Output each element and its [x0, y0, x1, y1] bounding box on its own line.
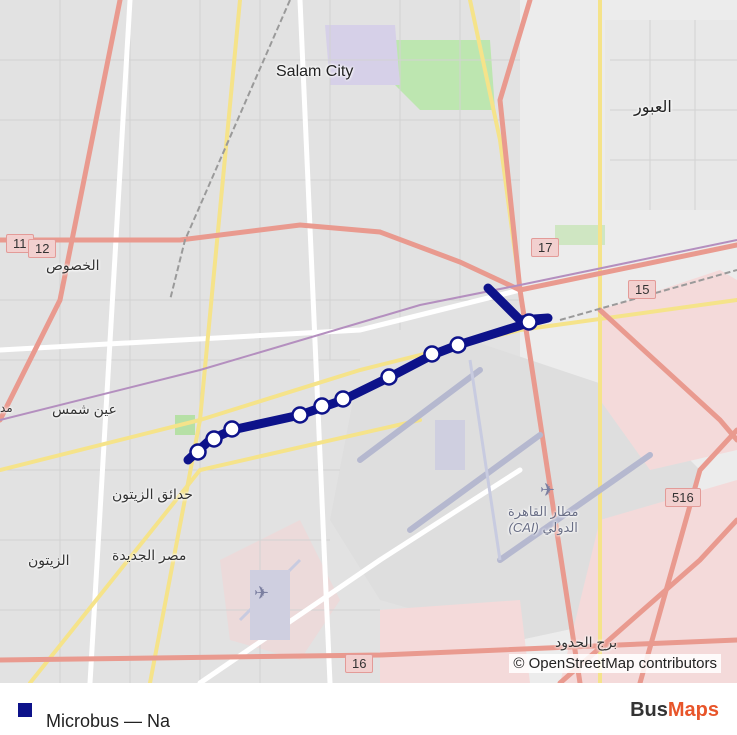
busmaps-logo[interactable]: BusMaps: [630, 699, 719, 721]
place-label-khusus: الخصوص: [46, 257, 100, 273]
place-label-hadaiq-zaitoun: حدائق الزيتون: [112, 486, 193, 502]
road-shield: 15: [628, 280, 657, 299]
map-base: [0, 0, 737, 683]
place-label-edge: مد: [0, 401, 13, 415]
road-shield: 17: [531, 238, 560, 257]
road-shield: 16: [345, 654, 374, 673]
place-label-borg-hodood: برج الحدود: [555, 634, 618, 650]
map-view[interactable]: Salam City العبور الخصوص عين شمس حدائق ا…: [0, 0, 737, 683]
legend-route-label: Microbus — Na: [46, 711, 171, 731]
map-attribution[interactable]: © OpenStreetMap contributors: [509, 654, 721, 673]
airplane-icon: ✈: [254, 583, 270, 603]
airport-label: مطار القاهرة (CAI) الدولي: [508, 504, 579, 536]
road-shield: 12: [28, 239, 57, 258]
map-footer: Microbus — Na BusMaps: [0, 683, 737, 735]
road-shield: 516: [665, 488, 701, 507]
place-label-salam-city: Salam City: [276, 63, 354, 80]
place-label-zaitoun: الزيتون: [28, 552, 70, 568]
place-label-ain-shams: عين شمس: [52, 401, 117, 417]
airplane-icon: ✈: [540, 480, 556, 500]
route-color-swatch: [18, 703, 32, 717]
place-label-obour: العبور: [634, 99, 672, 116]
place-label-masr-gedida: مصر الجديدة: [112, 547, 187, 563]
route-stops[interactable]: [189, 313, 538, 461]
